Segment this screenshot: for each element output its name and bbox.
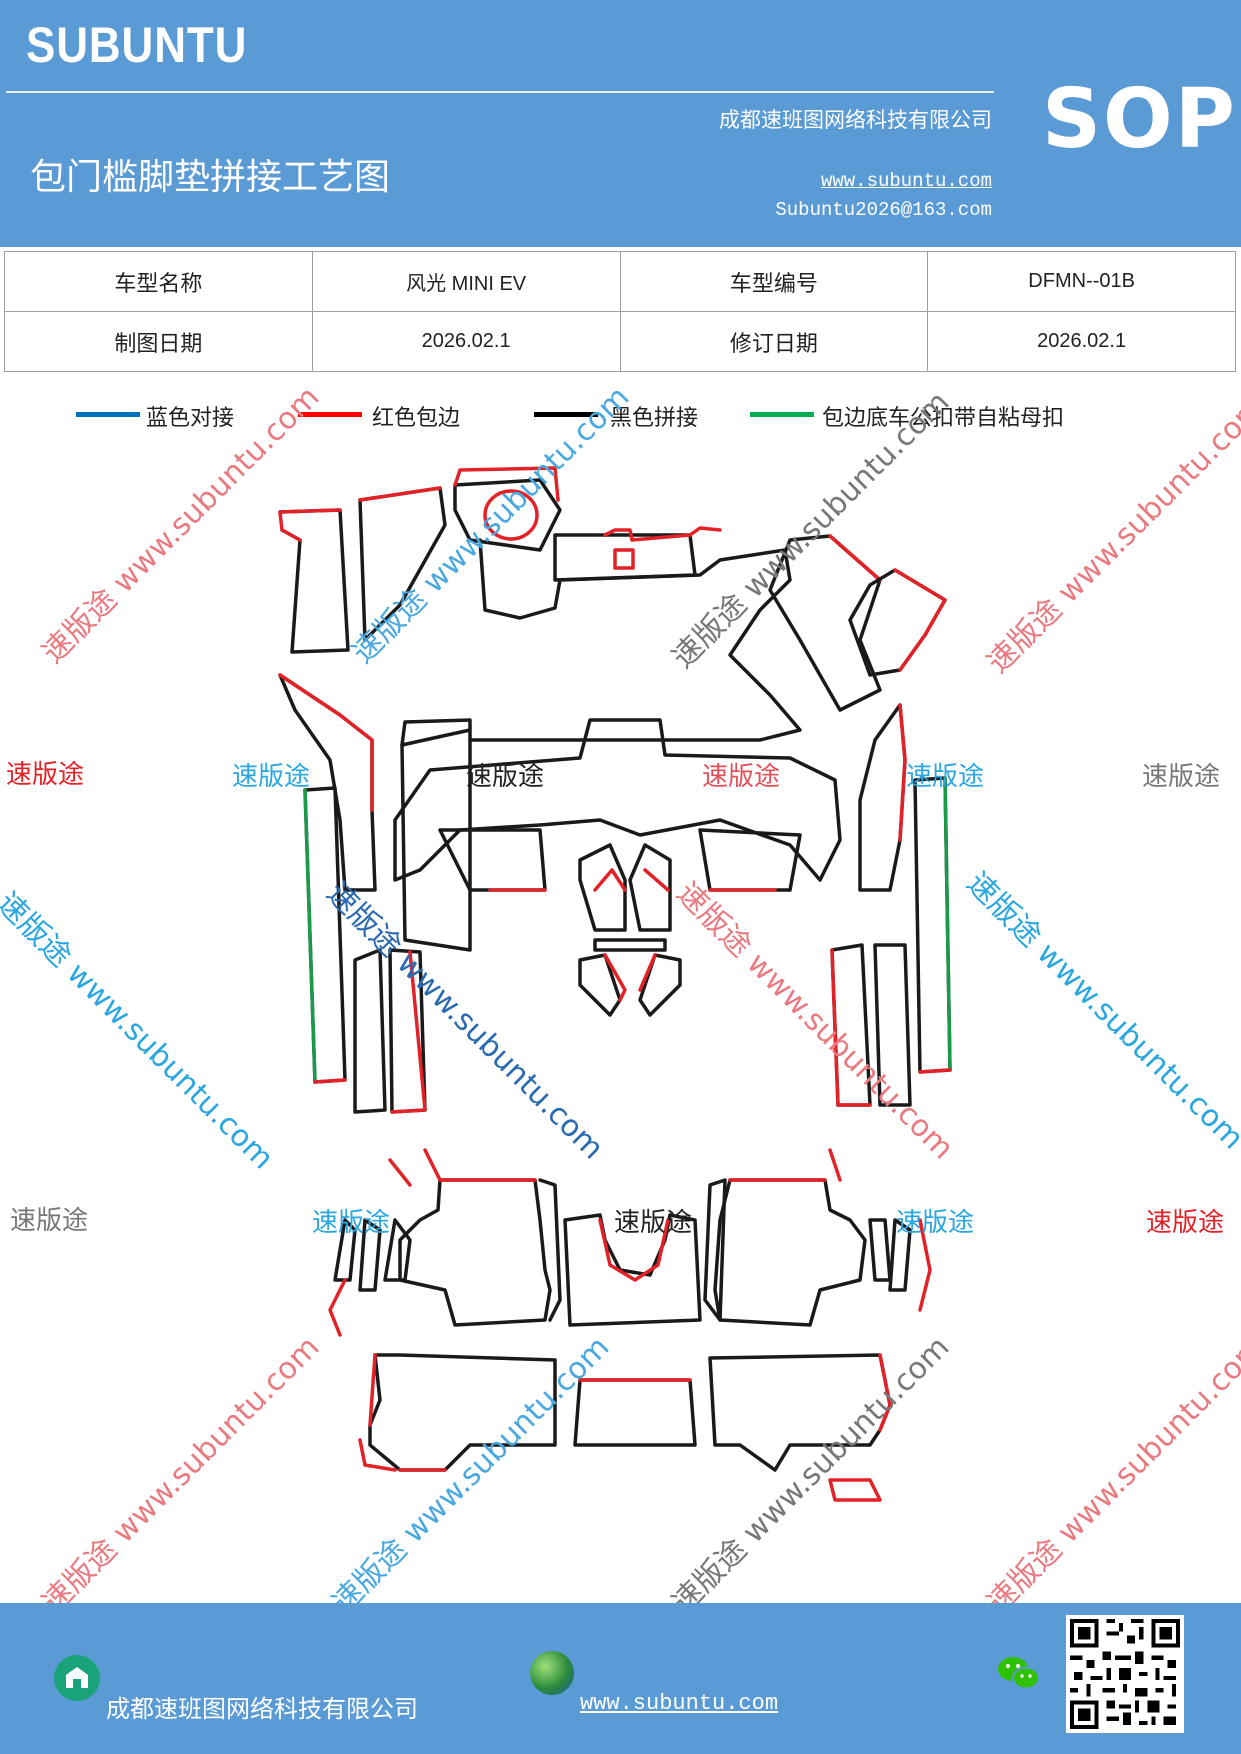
- mat-piece: [333, 1218, 357, 1282]
- mat-piece: [398, 1178, 552, 1327]
- mat-edge-red: [278, 673, 374, 812]
- company-icon: [54, 1655, 100, 1701]
- mat-piece: [703, 1178, 727, 1322]
- mat-edge-red: [278, 508, 342, 542]
- legend-swatch-black: [534, 412, 598, 417]
- mat-piece: [400, 538, 802, 747]
- legend-label: 红色包边: [372, 406, 461, 431]
- legend-swatch-red: [298, 412, 362, 417]
- mat-piece: [638, 953, 682, 1017]
- mat-piece: [563, 1213, 702, 1327]
- front-section: [278, 466, 952, 1114]
- mat-edge-red: [593, 868, 670, 892]
- qr-code-pattern: [1070, 1619, 1180, 1729]
- mat-piece: [358, 486, 447, 642]
- footer-banner: 成都速班图网络科技有限公司 www.subuntu.com: [0, 1603, 1241, 1754]
- label-model-code: 车型编号: [619, 251, 929, 312]
- value-draw-date: 2026.02.1: [311, 311, 621, 372]
- value-revise-date: 2026.02.1: [927, 311, 1236, 372]
- mat-edge-green: [943, 776, 952, 1072]
- header-company: 成都速班图网络科技有限公司: [719, 108, 992, 132]
- mat-edge-red: [893, 568, 947, 672]
- mat-edge-red: [453, 466, 560, 502]
- value-model-name: 风光 MINI EV: [311, 251, 621, 312]
- footer-website-link[interactable]: www.subuntu.com: [580, 1691, 779, 1716]
- sop-badge: SOP: [1042, 72, 1237, 167]
- mat-piece: [278, 508, 350, 654]
- mat-edge-green: [303, 788, 317, 1084]
- mat-piece: [388, 948, 427, 1114]
- mat-piece: [698, 828, 802, 892]
- header-email: Subuntu2026@163.com: [775, 199, 992, 221]
- mat-edge-red: [828, 534, 882, 582]
- mat-edge-red: [898, 703, 907, 842]
- qr-code: [1066, 1615, 1184, 1733]
- mat-piece: [578, 953, 622, 1017]
- header-divider: [6, 91, 994, 93]
- table-row: 制图日期 2026.02.1 修订日期 2026.02.1: [4, 311, 1236, 372]
- globe-icon: [530, 1651, 574, 1695]
- brand-logo: SUBUNTU: [26, 17, 248, 73]
- mat-edge-red: [358, 1353, 447, 1472]
- mat-piece: [888, 1218, 912, 1292]
- mat-piece: [353, 948, 387, 1114]
- mat-piece: [400, 738, 472, 952]
- label-model-name: 车型名称: [4, 251, 313, 312]
- mat-piece: [858, 703, 907, 892]
- mat-piece: [358, 1218, 382, 1292]
- mat-piece: [713, 1178, 867, 1327]
- mat-piece: [553, 533, 697, 582]
- footer-company: 成都速班图网络科技有限公司: [106, 1695, 418, 1723]
- mat-edge-red: [598, 1218, 670, 1282]
- value-model-code: DFMN--01B: [927, 251, 1236, 312]
- header-banner: SUBUNTU 成都速班图网络科技有限公司 包门槛脚垫拼接工艺图 www.sub…: [0, 0, 1241, 247]
- document-title: 包门槛脚垫拼接工艺图: [30, 157, 391, 198]
- mat-piece: [438, 828, 547, 892]
- mat-edge-red: [603, 526, 722, 542]
- mat-edge-red: [313, 1078, 347, 1084]
- label-draw-date: 制图日期: [4, 311, 313, 372]
- mat-edge-red: [830, 948, 872, 1107]
- label-revise-date: 修订日期: [619, 311, 929, 372]
- legend-label: 黑色拼接: [610, 406, 699, 431]
- mat-piece: [453, 478, 562, 552]
- vehicle-info-table: 车型名称 风光 MINI EV 车型编号 DFMN--01B 制图日期 2026…: [4, 251, 1236, 372]
- mat-edge-red: [603, 953, 657, 1002]
- mat-edge-red: [828, 1353, 892, 1502]
- legend-swatch-green: [750, 412, 814, 417]
- mat-piece: [368, 1353, 557, 1472]
- mat-piece: [573, 1378, 697, 1447]
- wechat-icon-glyph: [998, 1657, 1040, 1690]
- mat-piece: [593, 938, 667, 952]
- mat-piece: [393, 718, 842, 882]
- mat-piece: [628, 843, 672, 932]
- table-row: 车型名称 风光 MINI EV 车型编号 DFMN--01B: [4, 251, 1236, 312]
- mat-piece: [708, 1353, 892, 1472]
- wechat-icon[interactable]: [995, 1653, 1043, 1693]
- mat-edge-red: [918, 1068, 952, 1074]
- mat-edge-red: [358, 486, 442, 502]
- mat-piece: [483, 489, 539, 541]
- mat-piece: [578, 843, 627, 932]
- header-website-link[interactable]: www.subuntu.com: [820, 170, 992, 192]
- company-icon-glyph: [66, 1667, 88, 1688]
- mat-edge-red: [828, 1148, 932, 1312]
- legend-label: 包边底车公扣带自粘母扣: [822, 406, 1065, 431]
- floor-mat-diagram: [278, 466, 952, 1502]
- mat-edge-red: [390, 950, 427, 1114]
- mat-piece: [868, 1218, 892, 1282]
- rear-section: [328, 1148, 932, 1502]
- legend-label: 蓝色对接: [146, 406, 235, 431]
- mat-piece: [383, 1218, 412, 1282]
- mat-edge-red: [328, 1148, 442, 1337]
- mat-piece: [538, 1178, 562, 1322]
- legend-swatch-blue: [76, 412, 140, 417]
- mat-piece: [873, 943, 912, 1107]
- mat-piece: [613, 548, 635, 570]
